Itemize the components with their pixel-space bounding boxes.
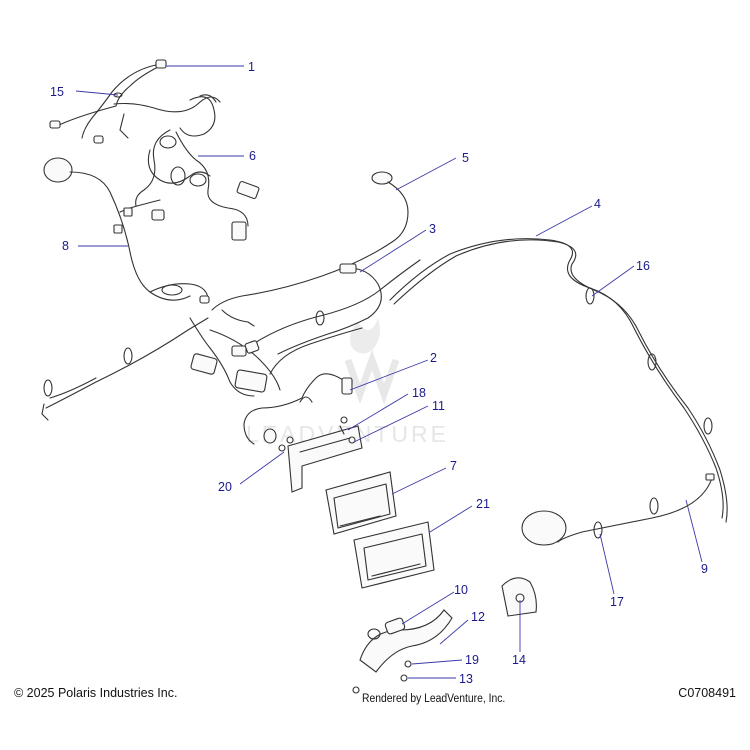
callout-16[interactable]: 16 [636,259,650,273]
callout-17[interactable]: 17 [610,595,624,609]
callout-14[interactable]: 14 [512,653,526,667]
rendered-by-credit: Rendered by LeadVenture, Inc. [362,693,506,705]
drawing-id: C0708491 [678,686,736,700]
callout-13[interactable]: 13 [459,672,473,686]
callout-7[interactable]: 7 [450,459,457,473]
callout-10[interactable]: 10 [454,583,468,597]
main-harness-lower-left [41,317,281,421]
callout-20[interactable]: 20 [218,480,232,494]
callout-3[interactable]: 3 [429,222,436,236]
harness-part-6 [119,94,260,241]
callout-2[interactable]: 2 [430,351,437,365]
callout-11[interactable]: 11 [432,399,445,413]
leader-lines [75,65,703,679]
harness-part-1-15 [49,59,221,144]
callout-4[interactable]: 4 [594,197,601,211]
harness-part-4-9-16-17 [389,238,728,546]
mounting-bracket-11 [278,416,363,493]
display-part-7 [325,471,397,535]
callout-1[interactable]: 1 [248,60,255,74]
callout-8[interactable]: 8 [62,239,69,253]
callout-19[interactable]: 19 [465,653,479,667]
callout-6[interactable]: 6 [249,149,256,163]
callout-numbers: 1 2 3 4 5 6 7 8 9 10 11 12 13 14 15 16 1… [50,60,708,686]
callout-5[interactable]: 5 [462,151,469,165]
harness-part-8 [43,157,210,304]
bracket-part-10-12-13-19 [352,609,453,694]
callout-9[interactable]: 9 [701,562,708,576]
callout-18[interactable]: 18 [412,386,426,400]
callout-21[interactable]: 21 [476,497,490,511]
copyright-notice: © 2025 Polaris Industries Inc. [14,686,178,700]
antenna-part-14 [501,577,537,617]
callout-15[interactable]: 15 [50,85,64,99]
display-part-21 [353,521,435,589]
callout-12[interactable]: 12 [471,610,485,624]
harness-part-2-3-5 [211,171,421,445]
